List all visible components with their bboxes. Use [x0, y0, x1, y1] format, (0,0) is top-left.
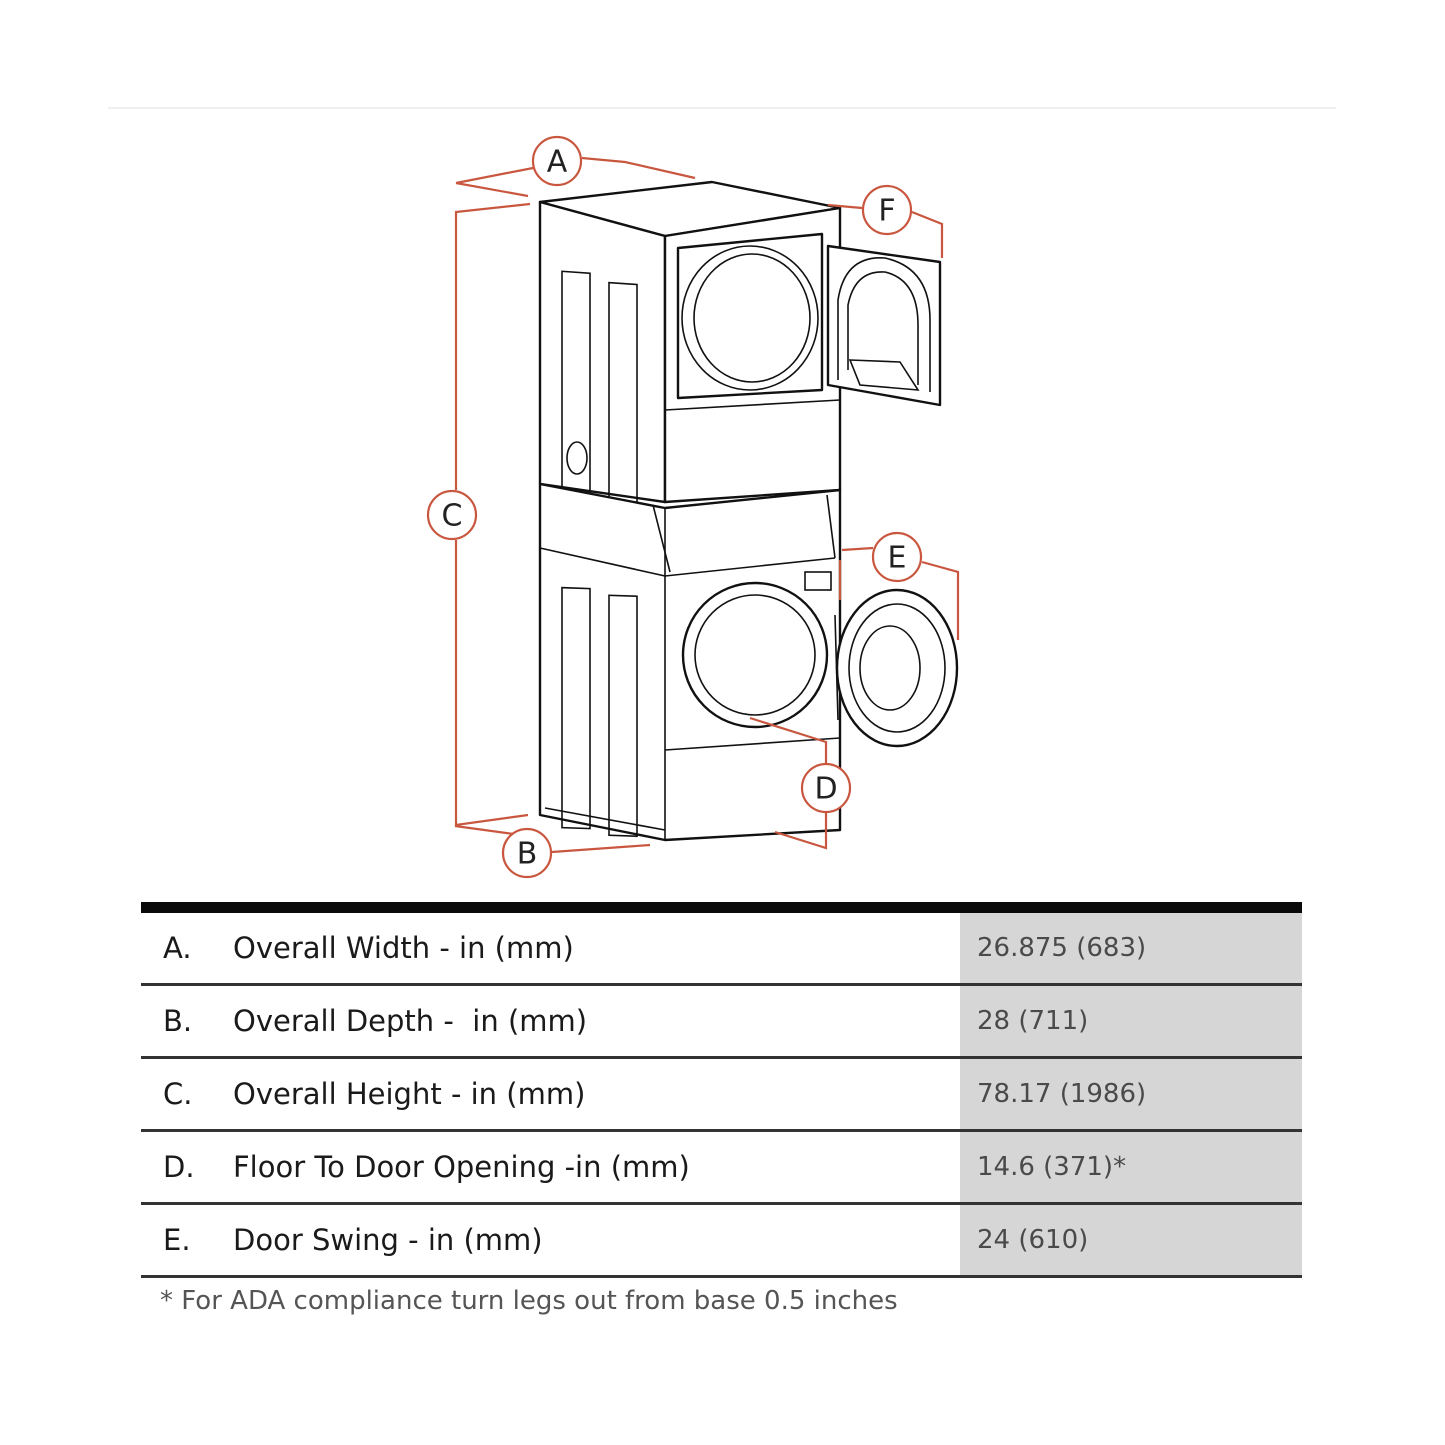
table-header-bar	[141, 902, 1302, 913]
callout-d: D	[800, 762, 852, 814]
row-label: Overall Height - in (mm)	[233, 1077, 586, 1111]
callout-c-label: C	[442, 499, 463, 534]
row-value: 28 (711)	[960, 986, 1302, 1056]
dimensions-table: A. Overall Width - in (mm) 26.875 (683) …	[141, 902, 1302, 1278]
row-value: 24 (610)	[960, 1205, 1302, 1275]
callout-f: F	[861, 184, 913, 236]
row-letter: C.	[163, 1077, 193, 1111]
row-label: Door Swing - in (mm)	[233, 1223, 543, 1257]
callout-c: C	[426, 489, 478, 541]
row-letter: E.	[163, 1223, 191, 1257]
row-value: 26.875 (683)	[960, 913, 1302, 983]
row-letter: B.	[163, 1004, 193, 1038]
dimension-lines	[454, 156, 960, 854]
stacked-washer-dryer-diagram: A B C D E F	[426, 135, 960, 879]
callout-b-label: B	[517, 837, 538, 872]
row-value: 78.17 (1986)	[960, 1059, 1302, 1129]
callout-b: B	[501, 827, 553, 879]
divider	[108, 107, 1336, 109]
callout-e: E	[871, 531, 923, 583]
washer-unit	[538, 482, 959, 842]
table-row: D. Floor To Door Opening -in (mm) 14.6 (…	[141, 1132, 1302, 1205]
dryer-unit	[538, 180, 942, 534]
row-label: Overall Width - in (mm)	[233, 931, 574, 965]
callout-f-label: F	[878, 194, 895, 229]
callout-e-label: E	[888, 541, 907, 576]
table-row: B. Overall Depth - in (mm) 28 (711)	[141, 986, 1302, 1059]
footnote: * For ADA compliance turn legs out from …	[160, 1286, 898, 1316]
row-label: Overall Depth - in (mm)	[233, 1004, 588, 1038]
table-row: E. Door Swing - in (mm) 24 (610)	[141, 1205, 1302, 1278]
row-letter: A.	[163, 931, 192, 965]
table-row: C. Overall Height - in (mm) 78.17 (1986)	[141, 1059, 1302, 1132]
row-value: 14.6 (371)*	[960, 1132, 1302, 1202]
callout-a-label: A	[547, 145, 568, 180]
row-letter: D.	[163, 1150, 195, 1184]
callout-d-label: D	[814, 772, 837, 807]
table-row: A. Overall Width - in (mm) 26.875 (683)	[141, 913, 1302, 986]
callout-a: A	[531, 135, 583, 187]
row-label: Floor To Door Opening -in (mm)	[233, 1150, 690, 1184]
